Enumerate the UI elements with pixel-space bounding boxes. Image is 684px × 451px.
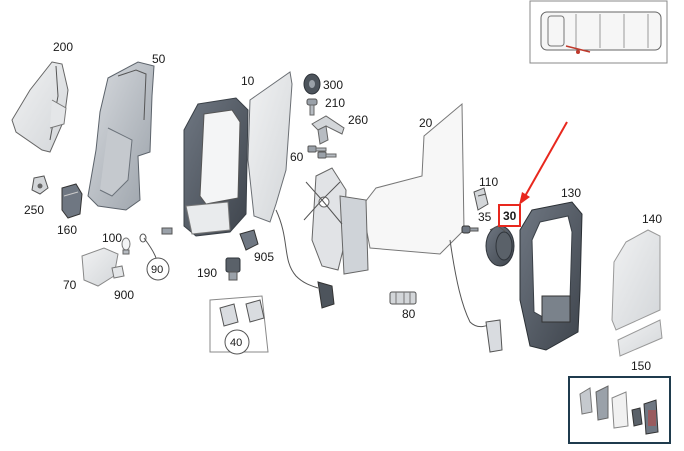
clip-250[interactable] (31, 175, 49, 195)
bolts-60[interactable] (307, 145, 337, 159)
connector-kit-40[interactable] (209, 295, 269, 353)
label-260: 260 (348, 113, 368, 127)
label-80: 80 (402, 307, 416, 321)
assembly-overview-thumbnail[interactable] (568, 376, 671, 444)
pointer-arrow-icon (519, 121, 568, 205)
clip-110[interactable] (473, 187, 489, 211)
label-90: 90 (151, 264, 163, 276)
mirror-glass-140[interactable] (611, 229, 661, 331)
callout-circle-40[interactable]: 40 (224, 329, 250, 355)
label-200: 200 (53, 40, 73, 54)
bulb-100[interactable] (121, 237, 131, 255)
label-190: 190 (197, 266, 217, 280)
label-20: 20 (419, 116, 433, 130)
bracket-260[interactable] (311, 115, 345, 145)
connector-905[interactable] (239, 229, 259, 251)
van-top-view-icon (540, 11, 662, 54)
label-50: 50 (152, 52, 166, 66)
cover-160[interactable] (61, 183, 83, 219)
wide-angle-glass-150[interactable] (617, 319, 663, 357)
label-210: 210 (325, 96, 345, 110)
label-905: 905 (254, 250, 274, 264)
label-250: 250 (24, 203, 44, 217)
label-110: 110 (479, 175, 498, 189)
label-30: 30 (503, 209, 517, 223)
highlight-box-30[interactable]: 30 (498, 204, 521, 227)
outside-mirror-assembly-10[interactable] (183, 71, 335, 309)
lamp-lens-70[interactable] (81, 247, 119, 287)
vehicle-thumbnail[interactable] (529, 0, 668, 64)
label-130: 130 (561, 186, 581, 200)
label-150: 150 (631, 359, 651, 373)
label-70: 70 (63, 278, 77, 292)
connector-80[interactable] (389, 291, 417, 305)
mirror-cap-200[interactable] (11, 61, 69, 153)
label-60: 60 (290, 150, 304, 164)
label-900: 900 (114, 288, 134, 302)
mirror-frame-130[interactable] (519, 201, 583, 351)
cable-plug-90[interactable] (139, 227, 173, 259)
label-40: 40 (230, 337, 242, 349)
mirror-bracket-20[interactable] (303, 102, 503, 353)
lamp-900[interactable] (111, 265, 125, 279)
grommet-300[interactable] (303, 73, 321, 95)
mirror-adjust-motor-30[interactable] (485, 225, 515, 267)
label-100: 100 (102, 231, 122, 245)
label-160: 160 (57, 223, 77, 237)
assembly-overview-icon (579, 385, 659, 435)
sensor-190[interactable] (225, 257, 241, 281)
mirror-housing-cover-50[interactable] (87, 61, 155, 211)
label-10: 10 (241, 74, 255, 88)
label-35: 35 (478, 210, 492, 224)
screw-35[interactable] (461, 225, 479, 234)
label-140: 140 (642, 212, 662, 226)
label-300: 300 (323, 78, 343, 92)
screw-210[interactable] (306, 98, 318, 116)
callout-circle-90[interactable]: 90 (146, 257, 170, 281)
